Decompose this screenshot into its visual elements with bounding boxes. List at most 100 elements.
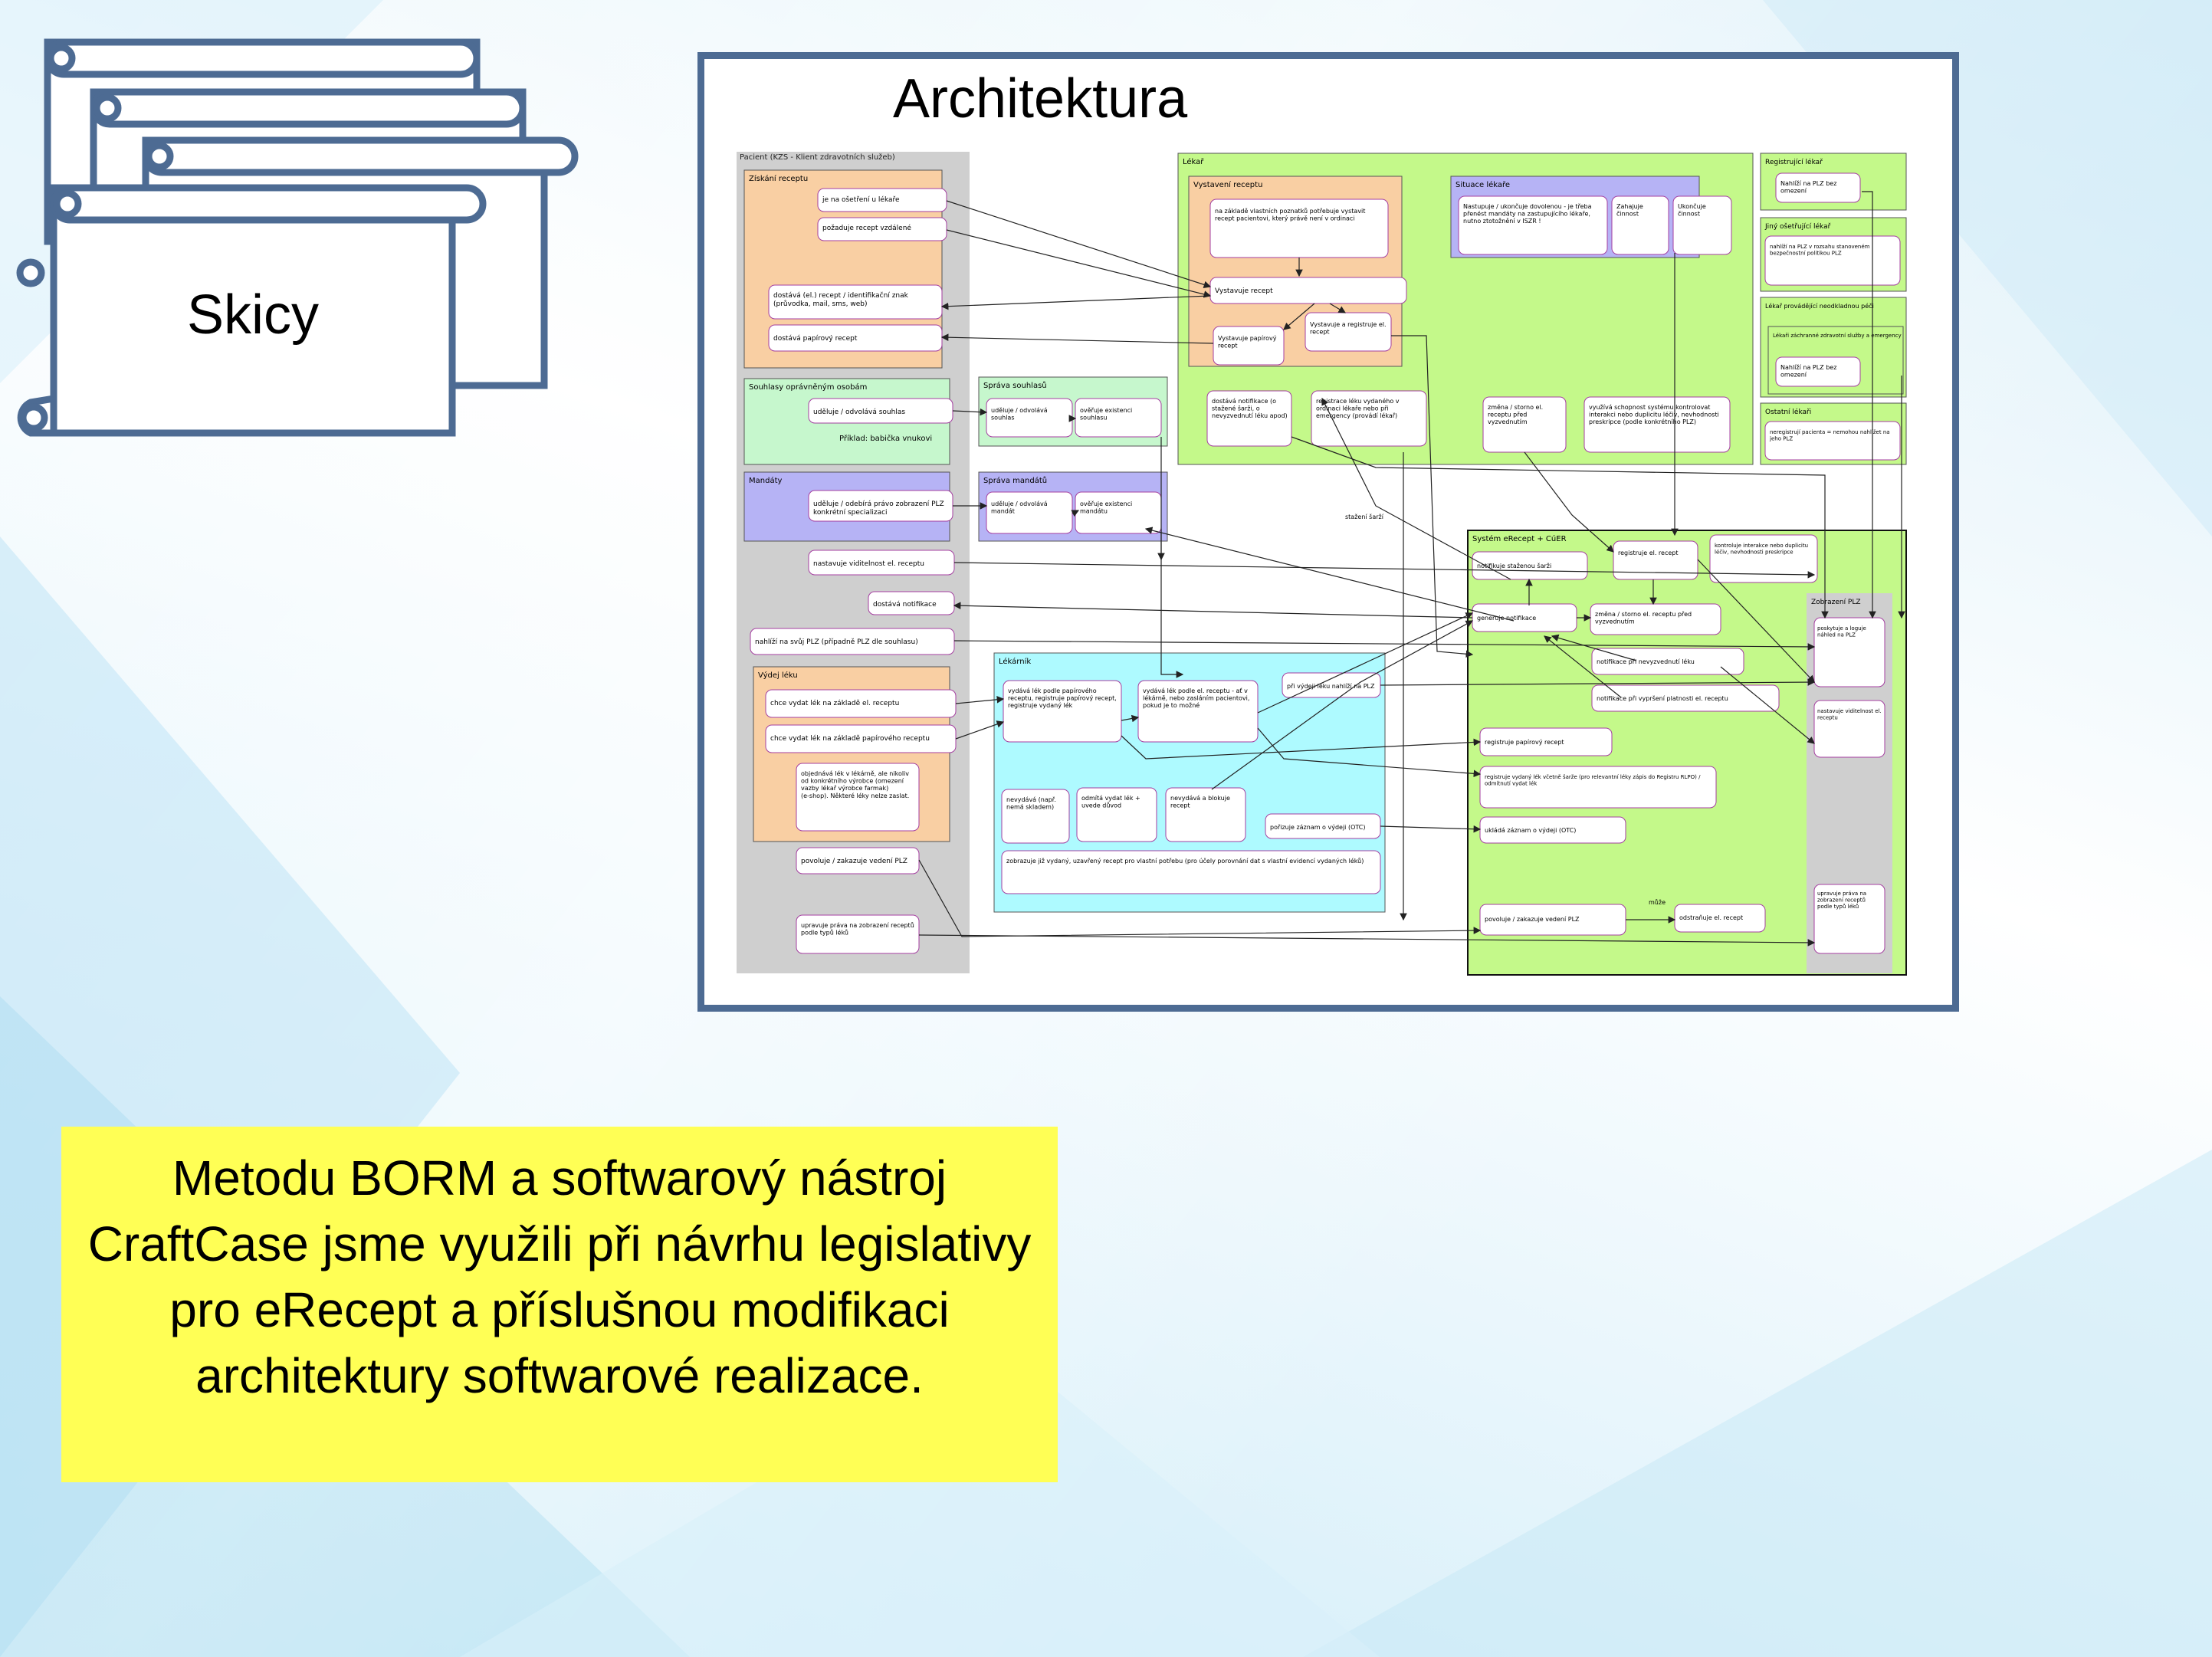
node-system-6 <box>1591 648 1744 675</box>
node-lekarnik-7-text: pořizuje záznam o výdeji (OTC) <box>1270 824 1366 831</box>
node-lekar-notifikace <box>1206 390 1292 447</box>
node-zobrazeni-2-text: nastavuje viditelnost el.receptu <box>1817 708 1882 720</box>
node-zobrazeni-3 <box>1813 884 1885 954</box>
node-system-9 <box>1479 766 1717 809</box>
group-jiny-lekar-title: Jiný ošetřující lékař <box>1764 222 1831 231</box>
node-vydej-1-text: chce vydat lék na základě el. receptu <box>770 699 899 707</box>
group-situace-title: Situace lékaře <box>1456 180 1510 189</box>
node-zobrazeni-1 <box>1813 617 1885 687</box>
node-lekarnik-5-text: odmítá vydat lék +uvede důvod <box>1081 794 1140 809</box>
node-lekarnik-2 <box>1137 680 1259 743</box>
node-jiny-lekar <box>1764 235 1901 286</box>
node-system-7-text: notifikace při vypršení platnosti el. re… <box>1597 694 1728 702</box>
node-nahlizi <box>750 628 955 655</box>
group-vystaveni-title: Vystavení receptu <box>1193 180 1262 189</box>
node-ziskani-1-text: je na ošetření u lékaře <box>822 195 900 204</box>
lane-system-title: Systém eRecept + CúER <box>1472 534 1567 543</box>
group-zachranna-sluzba-title: Lékaři záchranné zdravotní služby a emer… <box>1773 333 1902 339</box>
node-lekar-kontrola <box>1584 396 1731 453</box>
group-zobrazeni-plz-title: Zobrazení PLZ <box>1811 599 1861 606</box>
node-lekarnik-6 <box>1165 787 1246 842</box>
node-system-12-text: odstraňuje el. recept <box>1679 914 1743 921</box>
node-ziskani-4-text: dostává papírový recept <box>773 335 858 343</box>
architecture-title: Architektura <box>893 68 1188 130</box>
node-viditelnost-text: nastavuje viditelnost el. receptu <box>813 560 924 568</box>
node-lekarnik-8-text: zobrazuje již vydaný, uzavřený recept pr… <box>1006 857 1364 865</box>
node-vydej-3 <box>796 763 920 832</box>
stazeni-sarzi-label: stažení šarží <box>1345 513 1384 520</box>
node-system-4-text: generuje notifikace <box>1477 615 1536 622</box>
node-lekarnik-4-text: nevydává (např.nemá skladem) <box>1006 796 1056 811</box>
node-system-1-text: notifikuje staženou šarži <box>1477 562 1551 569</box>
node-registruje-el-recept <box>1305 312 1392 352</box>
node-situace-1-text: Nastupuje / ukončuje dovolenou - je třeb… <box>1463 202 1592 225</box>
node-system-11-text: povoluje / zakazuje vedení PLZ <box>1485 916 1580 923</box>
lane-pacient-title: Pacient (KZS - Klient zdravotních služeb… <box>740 153 895 162</box>
node-zobrazeni-2 <box>1813 700 1885 758</box>
node-vystavuje-recept <box>1209 277 1407 304</box>
node-ziskani-2 <box>817 217 947 241</box>
group-neodkladna-pece-title: Lékař provádějící neodkladnou péči <box>1765 302 1874 310</box>
node-system-3 <box>1709 534 1818 583</box>
node-situace-1 <box>1458 195 1608 255</box>
node-system-10-text: ukládá záznam o výdeji (OTC) <box>1485 827 1576 834</box>
group-ostatni-lekari-title: Ostatní lékaři <box>1765 408 1811 416</box>
lane-lekarnik-title: Lékárník <box>999 657 1031 666</box>
caption-box: Metodu BORM a softwarový nástroj CraftCa… <box>61 1127 1058 1482</box>
group-vydej-title: Výdej léku <box>758 671 798 680</box>
node-souhlas-text: uděluje / odvolává souhlas <box>813 409 905 416</box>
node-ziskani-1 <box>817 188 947 212</box>
group-ziskani-title: Získání receptu <box>749 174 808 183</box>
node-system-8-text: registruje papírový recept <box>1485 739 1564 746</box>
group-registrujici-lekar-title: Registrující lékař <box>1765 158 1823 166</box>
node-ostatni-lekari-text: neregistrují pacienta = nemohou nahlížet… <box>1769 429 1890 441</box>
node-lekarnik-1 <box>1003 680 1122 743</box>
node-nahlizi-text: nahlíží na svůj PLZ (případně PLZ dle so… <box>755 638 918 646</box>
node-system-2 <box>1613 540 1698 580</box>
node-ziskani-3-text: dostává (el.) recept / identifikační zna… <box>773 291 909 308</box>
node-papirovy-recept <box>1213 326 1285 366</box>
connector-lines <box>918 191 1905 947</box>
scroll-title: Skicy <box>186 284 320 346</box>
node-system-7 <box>1591 684 1780 712</box>
node-lekar-registrace <box>1311 390 1427 447</box>
node-system-9-text: registruje vydaný lék včetně šarže (pro … <box>1485 774 1701 786</box>
node-lekarnik-4 <box>1001 789 1070 844</box>
node-ziskani-2-text: požaduje recept vzdálené <box>822 224 911 232</box>
group-sprava-souhlasu-title: Správa souhlasů <box>983 381 1047 390</box>
scroll-stack-icon <box>16 38 579 437</box>
architecture-diagram: Pacient (KZS - Klient zdravotních služeb… <box>737 152 1907 976</box>
node-vystavuje-recept-text: Vystavuje recept <box>1215 287 1273 295</box>
node-situace-2 <box>1611 195 1669 255</box>
node-registruje-el-recept-text: Vystavuje a registruje el.recept <box>1310 321 1387 336</box>
group-souhlasy-title: Souhlasy oprávněným osobám <box>749 382 867 392</box>
souhlasy-note: Příklad: babička vnukovi <box>839 434 932 443</box>
node-lekarnik-5 <box>1076 787 1157 842</box>
node-vystaveni-1-text: na základě vlastních poznatků potřebuje … <box>1215 207 1365 222</box>
group-sprava-mandatu-title: Správa mandátů <box>983 476 1047 485</box>
node-system-6-text: notifikace při nevyzvednutí léku <box>1597 658 1695 665</box>
node-lekarnik-3-text: při výdeji léku nahlíží na PLZ <box>1287 682 1375 690</box>
